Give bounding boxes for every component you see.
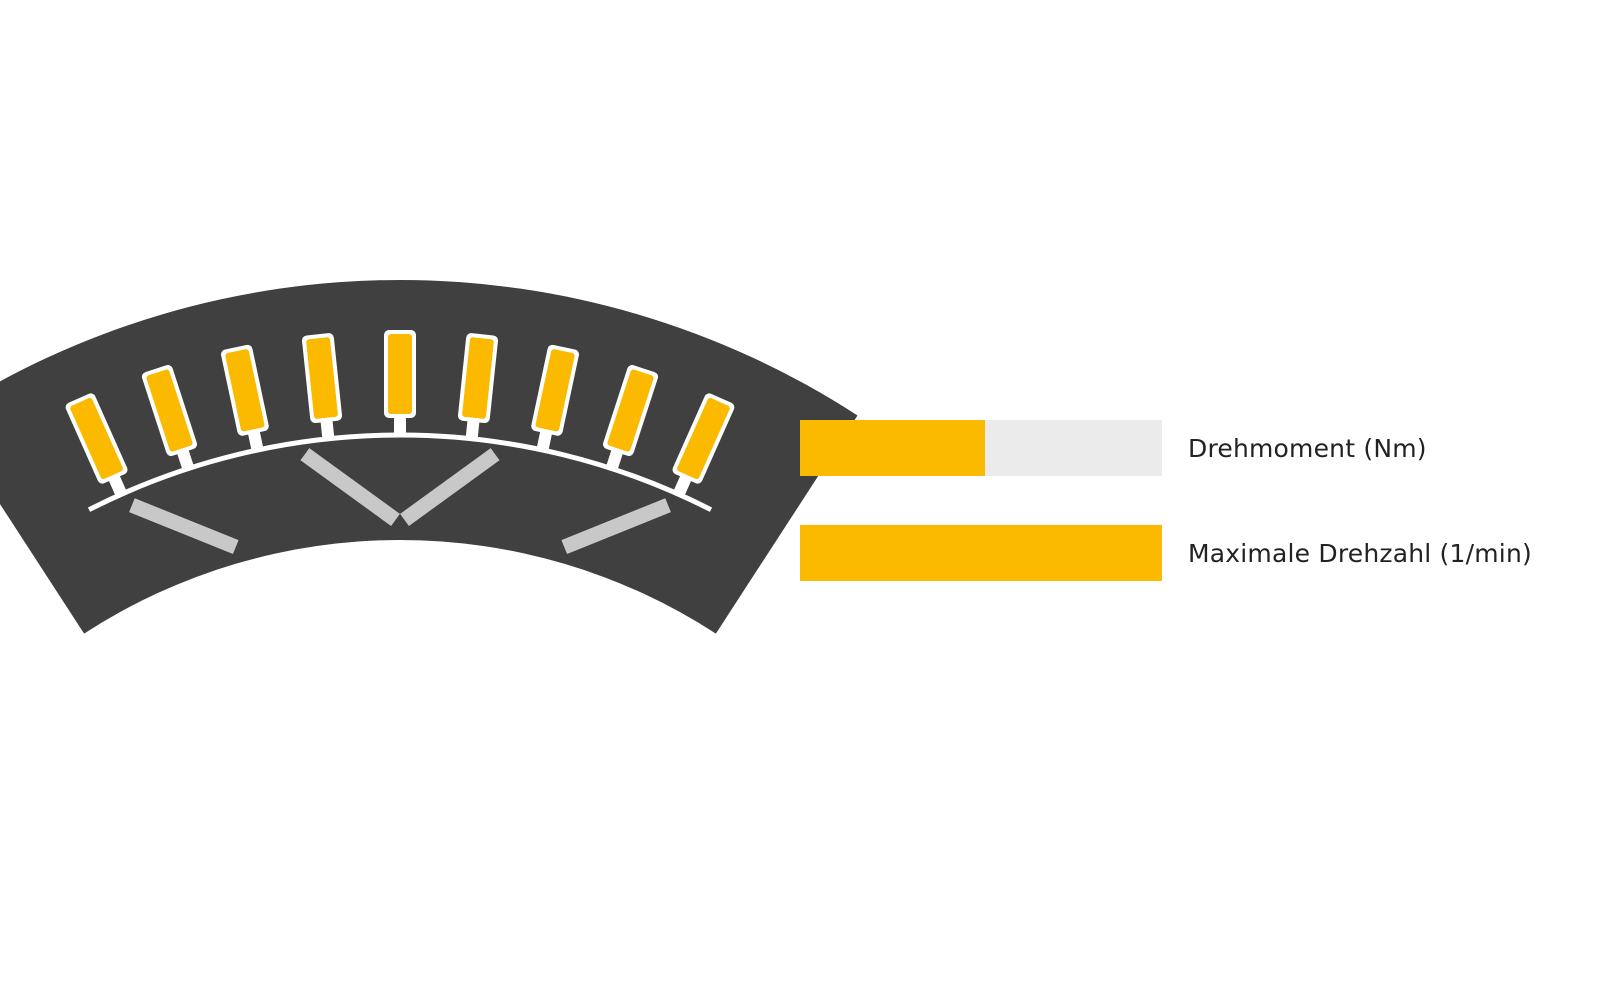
- winding-slot: [65, 393, 128, 496]
- air-gap-line: [87, 432, 713, 512]
- torque-bar-fill: [800, 420, 985, 476]
- torque-metric: Drehmoment (Nm): [800, 420, 1427, 476]
- torque-bar-track: [800, 420, 1162, 476]
- max-speed-bar-track: [800, 525, 1162, 581]
- torque-label: Drehmoment (Nm): [1188, 433, 1427, 463]
- stator-body: [0, 280, 858, 634]
- max-speed-label: Maximale Drehzahl (1/min): [1188, 538, 1532, 568]
- winding-slot: [603, 365, 659, 470]
- max-speed-bar-fill: [800, 525, 1162, 581]
- permanent-magnet: [129, 498, 239, 555]
- permanent-magnet: [400, 448, 500, 527]
- permanent-magnet: [561, 498, 671, 555]
- winding-slot: [531, 344, 579, 451]
- winding-slot: [141, 365, 197, 470]
- winding-slot: [672, 393, 735, 496]
- winding-slot: [384, 330, 416, 434]
- winding-slot: [221, 344, 269, 451]
- permanent-magnet: [300, 448, 400, 527]
- winding-slot: [457, 333, 498, 439]
- stator-windings: [65, 330, 735, 496]
- winding-slot: [302, 333, 343, 439]
- rotor-magnets: [129, 448, 671, 555]
- max-speed-metric: Maximale Drehzahl (1/min): [800, 525, 1532, 581]
